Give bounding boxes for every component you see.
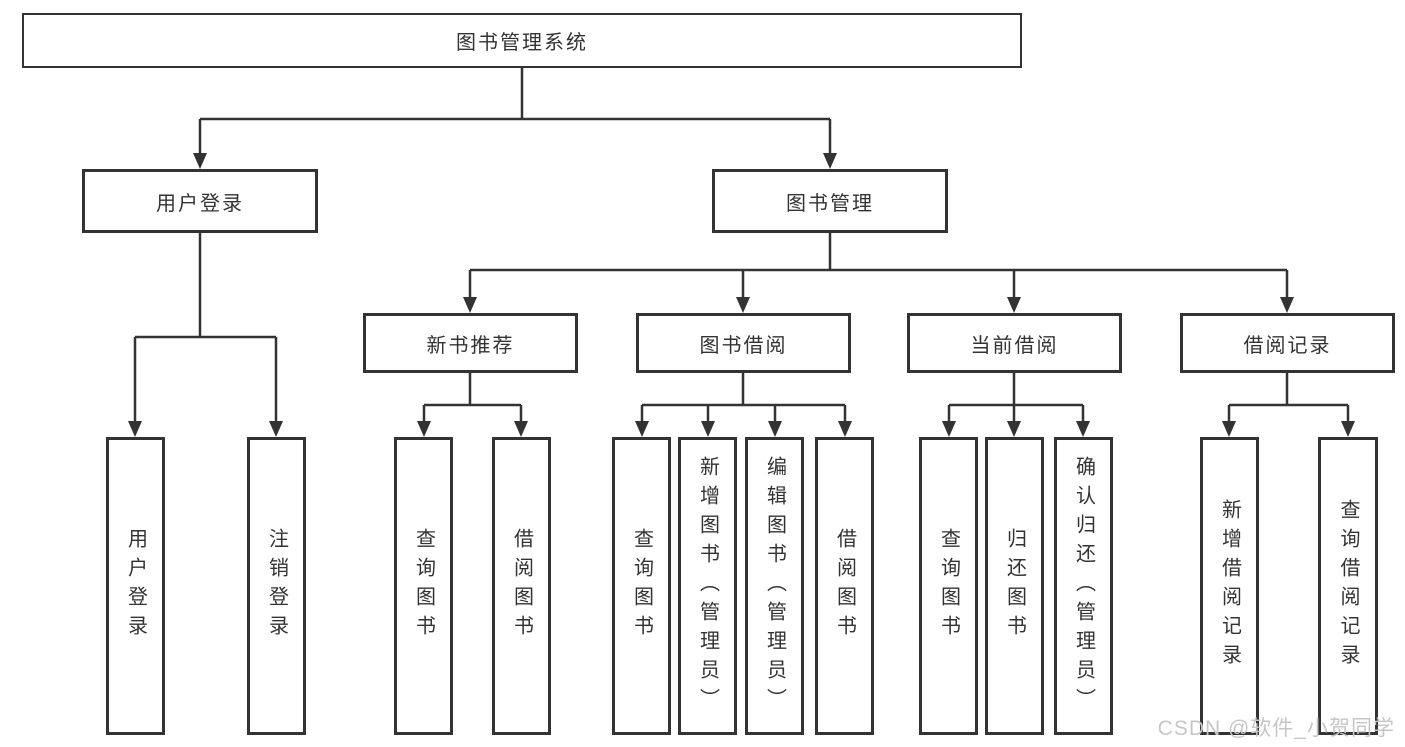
node-label: 用户登录 [156, 192, 244, 215]
leaf-query-books-borrow: 查询图书 [612, 437, 671, 735]
csdn-watermark: CSDN @软件_小贺同学 [1157, 717, 1395, 740]
leaf-query-books-recommend: 查询图书 [394, 437, 453, 735]
node-library-management-system: 图书管理系统 [22, 13, 1022, 68]
node-label: 查询图书 [412, 528, 435, 644]
leaf-add-book-admin: 新增图书（管理员） [678, 437, 737, 735]
node-label: 新增借阅记录 [1218, 499, 1241, 673]
leaf-confirm-return-admin: 确认归还（管理员） [1054, 437, 1113, 735]
node-label: 当前借阅 [970, 334, 1059, 357]
node-book-management: 图书管理 [712, 169, 948, 233]
node-label: 确认归还（管理员） [1072, 455, 1095, 717]
node-label: 新书推荐 [426, 334, 515, 357]
leaf-logout: 注销登录 [247, 437, 306, 735]
node-label: 图书管理 [786, 192, 874, 215]
node-current-borrowing: 当前借阅 [907, 313, 1122, 373]
arrowheads [128, 153, 1355, 437]
leaf-user-login: 用户登录 [106, 437, 165, 735]
leaf-query-borrow-record: 查询借阅记录 [1318, 437, 1378, 735]
node-label: 查询图书 [630, 528, 653, 644]
node-label: 图书借阅 [699, 334, 788, 357]
node-label: 图书管理系统 [456, 32, 588, 54]
node-book-borrowing: 图书借阅 [636, 313, 851, 373]
node-label: 借阅记录 [1243, 334, 1332, 357]
leaf-edit-book-admin: 编辑图书（管理员） [745, 437, 804, 735]
node-label: 查询图书 [937, 528, 960, 644]
leaf-add-borrow-record: 新增借阅记录 [1200, 437, 1259, 735]
node-label: 注销登录 [265, 528, 288, 644]
node-label: 查询借阅记录 [1337, 499, 1359, 673]
node-label: 新增图书（管理员） [696, 455, 719, 717]
leaf-query-books-current: 查询图书 [919, 437, 978, 735]
node-borrowing-records: 借阅记录 [1180, 313, 1395, 373]
node-label: 借阅图书 [510, 528, 533, 644]
leaf-return-book: 归还图书 [985, 437, 1044, 735]
node-label: 编辑图书（管理员） [763, 455, 786, 717]
node-label: 归还图书 [1003, 528, 1026, 644]
node-user-login: 用户登录 [82, 169, 318, 233]
node-new-book-recommend: 新书推荐 [363, 313, 578, 373]
leaf-borrow-books-recommend: 借阅图书 [492, 437, 551, 735]
node-label: 用户登录 [124, 528, 147, 644]
node-label: 借阅图书 [833, 528, 856, 644]
leaf-borrow-books-borrow: 借阅图书 [815, 437, 874, 735]
